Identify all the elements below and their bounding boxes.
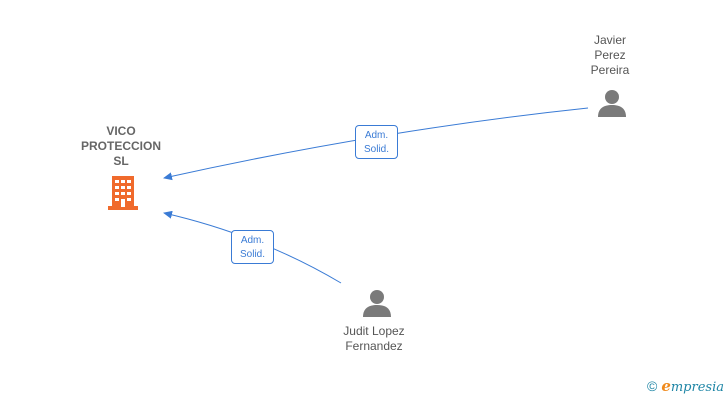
- company-name-line: SL: [113, 154, 129, 168]
- person-name-line: Javier: [593, 33, 626, 47]
- brand-rest: mpresia: [670, 380, 724, 395]
- person-name-line: Perez: [594, 48, 626, 62]
- person-name-judit[interactable]: Judit Lopez Fernandez: [324, 324, 424, 354]
- company-name-line: PROTECCION: [80, 139, 161, 153]
- brand-name: empresia: [661, 377, 724, 395]
- relation-badge[interactable]: Adm. Solid.: [231, 230, 274, 264]
- person-icon[interactable]: [362, 288, 392, 318]
- relation-badge[interactable]: Adm. Solid.: [355, 125, 398, 159]
- relation-label-line: Adm.: [240, 235, 265, 246]
- brand-initial: e: [661, 377, 671, 395]
- person-name-javier[interactable]: Javier Perez Pereira: [570, 33, 650, 78]
- person-name-line: Judit Lopez: [343, 324, 405, 338]
- company-name[interactable]: VICO PROTECCION SL: [60, 124, 182, 169]
- relation-label-line: Solid.: [239, 249, 265, 260]
- brand-logo[interactable]: © empresia: [647, 377, 724, 395]
- relation-label-line: Adm.: [364, 130, 389, 141]
- relation-label-line: Solid.: [363, 144, 389, 155]
- copyright-symbol: ©: [646, 378, 658, 394]
- person-name-line: Fernandez: [345, 339, 403, 353]
- building-icon[interactable]: [106, 175, 140, 211]
- person-icon[interactable]: [597, 88, 627, 118]
- person-name-line: Pereira: [590, 63, 630, 77]
- company-name-line: VICO: [106, 124, 136, 138]
